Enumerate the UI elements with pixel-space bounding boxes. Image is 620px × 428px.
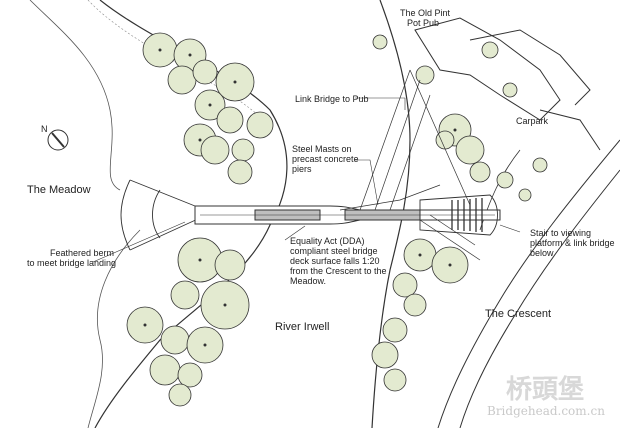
stair-line1: Stair to viewing — [530, 228, 591, 238]
crescent-label: The Crescent — [485, 308, 551, 320]
tree-centres — [143, 48, 457, 347]
stair-line2: platform & link bridge — [530, 238, 615, 248]
equality-line4: from the Crescent to the — [290, 266, 387, 276]
watermark-url: Bridgehead.com.cn — [487, 404, 605, 418]
berm-label-line1: Feathered berm — [50, 248, 114, 258]
north-label: N — [41, 124, 48, 134]
meadow-label: The Meadow — [27, 184, 91, 196]
berm-label-line2: to meet bridge landing — [27, 258, 116, 268]
equality-line3: deck surface falls 1:20 — [290, 256, 380, 266]
pub-label-line1: The Old Pint — [400, 8, 451, 18]
stair-line3: below — [530, 248, 554, 258]
north-arrow: N — [41, 124, 69, 151]
carpark-label: Carpark — [516, 116, 549, 126]
link-bridge-label: Link Bridge to Pub — [295, 94, 369, 104]
pub-label-line2: Pot Pub — [407, 18, 439, 28]
equality-line5: Meadow. — [290, 276, 326, 286]
bridge-deck — [194, 205, 501, 225]
crescent-road — [437, 139, 620, 428]
leader-lines — [92, 97, 521, 263]
equality-line1: Equality Act (DDA) — [290, 236, 365, 246]
cable-stays — [339, 69, 481, 261]
river-label: River Irwell — [275, 321, 329, 333]
steel-masts-line1: Steel Masts on — [292, 144, 352, 154]
steel-masts-line3: piers — [292, 164, 312, 174]
trees — [126, 32, 548, 407]
steel-masts-line2: precast concrete — [292, 154, 359, 164]
meadow-fan — [120, 179, 201, 251]
watermark-chinese: 桥頭堡 — [506, 374, 584, 405]
equality-line2: compliant steel bridge — [290, 246, 378, 256]
buildings — [414, 17, 601, 151]
crescent-landing — [419, 194, 498, 236]
